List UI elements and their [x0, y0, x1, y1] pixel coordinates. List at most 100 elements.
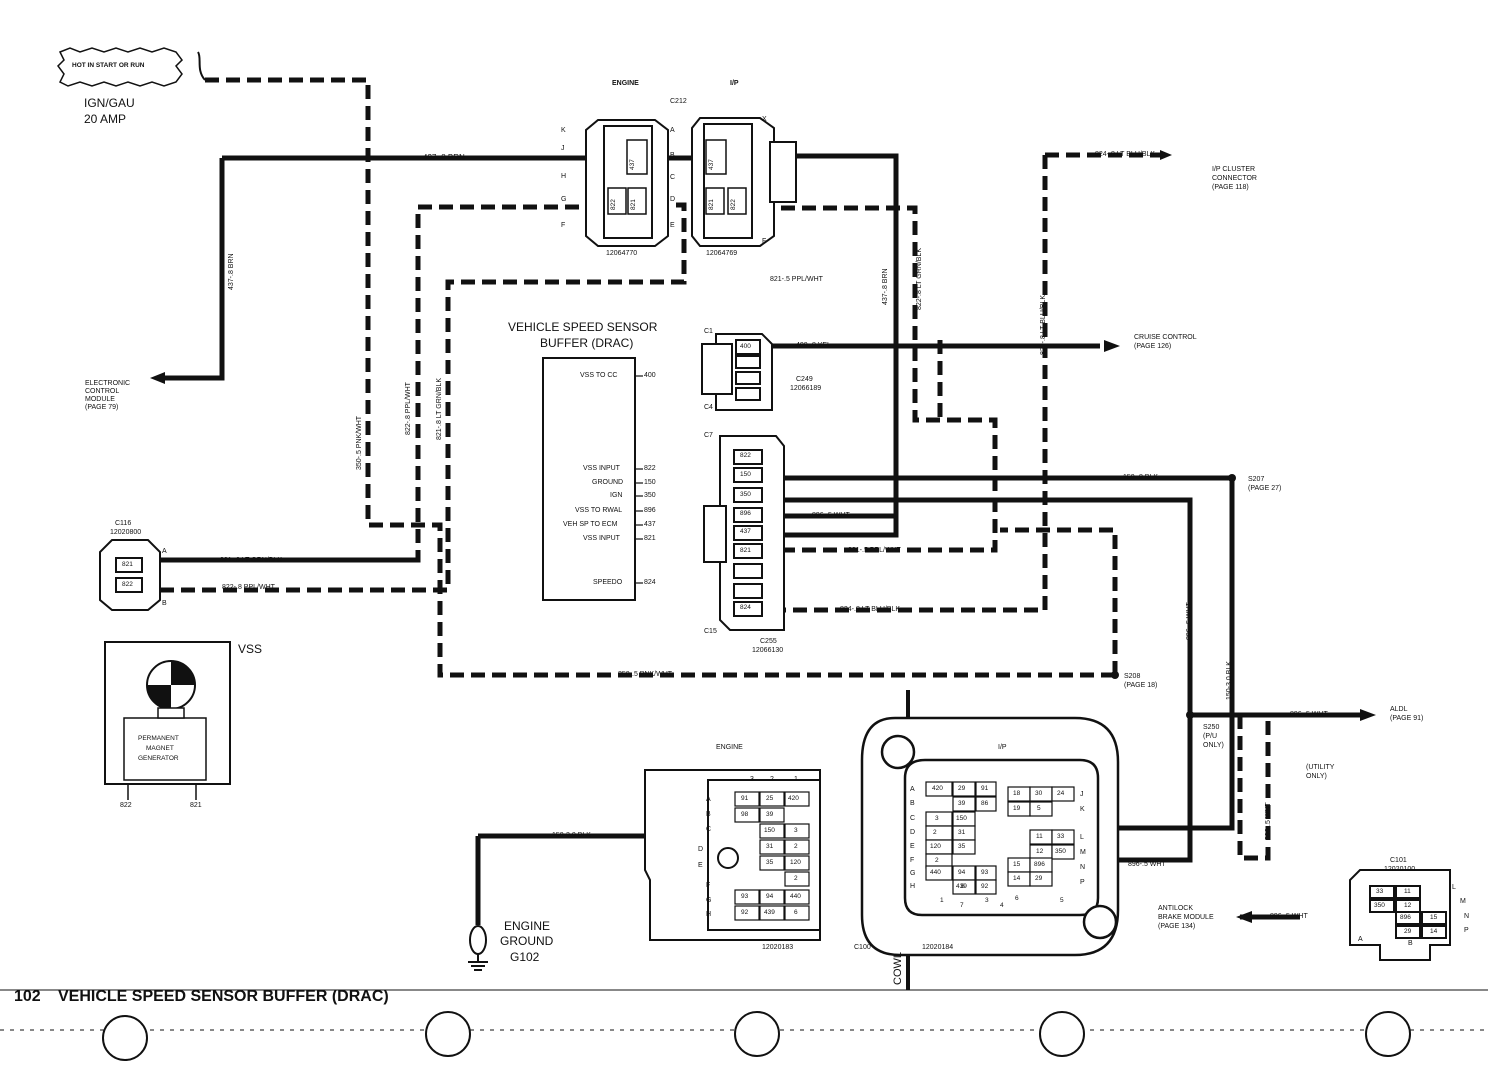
- ip-row: J: [1080, 791, 1084, 798]
- ip-cell: 150: [956, 815, 967, 822]
- c116-id: C116: [115, 520, 132, 527]
- c255-cavity: 822: [740, 452, 751, 459]
- wire-437-vert-label: 437-.8 BRN: [228, 253, 235, 290]
- engine-block-col: 3: [750, 776, 754, 783]
- module-pin-name: VSS INPUT: [583, 465, 620, 472]
- engine-block-row: D: [698, 846, 704, 853]
- c255-cavity: 896: [740, 510, 751, 517]
- vss-box-text: GENERATOR: [138, 755, 179, 762]
- ip-cell: 33: [1057, 833, 1065, 840]
- wire-821-ppl-low-label: 821-.5 PPL/WHT: [848, 547, 901, 554]
- arrow-ecm: [150, 372, 165, 384]
- c212-cavity: 822: [730, 199, 737, 210]
- c255-cavity: 824: [740, 604, 751, 611]
- c255-c15: C15: [704, 628, 717, 635]
- ip-cell: 7: [960, 902, 964, 909]
- c212-letter: J: [561, 145, 565, 152]
- c249-cavity: 400: [740, 343, 751, 350]
- c212-engine-label: ENGINE: [612, 80, 639, 87]
- wire-896-abs-label: 896-.5 WHT: [1270, 913, 1308, 920]
- module-pin-num: 822: [644, 465, 656, 472]
- c249-part: 12066189: [790, 385, 822, 392]
- arrow-ip-cluster: [1160, 150, 1172, 160]
- c249-c4: C4: [704, 404, 713, 411]
- c255-cavity: 350: [740, 491, 751, 498]
- c101-letter: A: [1358, 936, 1363, 943]
- dest-aldl: ALDL: [1390, 706, 1408, 713]
- engine-cell: 25: [766, 795, 774, 802]
- dest-abs: ANTILOCK: [1158, 905, 1194, 912]
- c101-part: 12020100: [1384, 866, 1416, 873]
- wire-821-grn-vert: 821-.8 LT GRN/BLK: [436, 378, 443, 440]
- ip-cell: 15: [1013, 861, 1021, 868]
- c212-cavity: 821: [630, 199, 637, 210]
- fuse-rating: 20 AMP: [84, 112, 127, 126]
- c101-letter: L: [1452, 884, 1456, 891]
- ip-row: H: [910, 883, 916, 890]
- dest-ip-cluster: (PAGE 118): [1212, 184, 1249, 191]
- wire-150-label: 150-.8 BLK: [1123, 474, 1159, 481]
- c212-id: C212: [670, 98, 687, 105]
- ip-cell: 91: [981, 785, 989, 792]
- c212-letter: F: [561, 222, 566, 229]
- engine-block-row: A: [706, 796, 711, 803]
- dashed-wires: [150, 77, 1271, 861]
- c101-cell: 15: [1430, 914, 1438, 921]
- ip-cell: 440: [930, 869, 941, 876]
- c212-letter: C: [670, 174, 676, 181]
- c255-id: C255: [760, 638, 777, 645]
- ip-cell: 350: [1055, 848, 1066, 855]
- c212-letter: E: [670, 222, 675, 229]
- c255-cavity: 437: [740, 528, 751, 535]
- arrow-abs: [1236, 911, 1252, 923]
- engine-block-row: G: [706, 897, 712, 904]
- c101-cell: 11: [1404, 888, 1411, 895]
- ip-row: D: [910, 829, 916, 836]
- c101-id: C101: [1390, 857, 1407, 864]
- ip-cell: 29: [1035, 875, 1043, 882]
- ip-cell: 29: [958, 785, 966, 792]
- c101-cell: 12: [1404, 902, 1412, 909]
- wire-350-h-label: 350-.5 PNK/WHT: [618, 671, 673, 678]
- page-title: VEHICLE SPEED SENSOR BUFFER (DRAC): [58, 988, 389, 1005]
- splice-s207-dot: [1228, 474, 1236, 482]
- ip-block-part: 12020184: [922, 944, 954, 951]
- wire-437-label: 437-.8 BRN: [423, 153, 465, 162]
- ip-cell: 120: [930, 843, 941, 850]
- ip-cell: 11: [1036, 833, 1043, 840]
- ip-row: P: [1080, 879, 1085, 886]
- engine-block-row: C: [706, 826, 712, 833]
- ip-cell: 3: [935, 815, 939, 822]
- ground-label: GROUND: [500, 934, 554, 948]
- module-pin-num: 896: [644, 507, 656, 514]
- dest-cruise: CRUISE CONTROL: [1134, 334, 1197, 341]
- ip-cell: 420: [932, 785, 943, 792]
- ip-cell: 4: [1000, 902, 1004, 909]
- wire-437-brn-ecm: [160, 158, 225, 381]
- c116-b: B: [162, 600, 167, 607]
- engine-cell: 420: [788, 795, 799, 802]
- module-pin-name: VEH SP TO ECM: [563, 521, 618, 528]
- c101-letter: B: [1408, 940, 1413, 947]
- wire-822-ppl-vert: 822-.8 PPL/WHT: [405, 382, 412, 435]
- wire-824-top-label: 824-.8 LT BLU/BLK: [1095, 151, 1156, 158]
- ip-cell: 8: [961, 883, 965, 890]
- c255-cavity: 821: [740, 547, 751, 554]
- dest-ecm: MODULE: [85, 396, 115, 403]
- c255-connector: [703, 435, 785, 631]
- dest-ecm: CONTROL: [85, 388, 120, 395]
- c212-cavity: 822: [610, 199, 617, 210]
- splice-s208: (PAGE 18): [1124, 682, 1158, 689]
- engine-block-row: E: [698, 862, 703, 869]
- c212-letter: A: [670, 127, 675, 134]
- module-pin-num: 824: [644, 579, 656, 586]
- ip-row: E: [910, 843, 915, 850]
- dest-abs: BRAKE MODULE: [1158, 914, 1214, 921]
- vss-box-text: MAGNET: [146, 745, 174, 752]
- wire-822-grn-blk: [760, 205, 998, 553]
- c116-cavity: 821: [122, 561, 133, 568]
- c255-c7: C7: [704, 432, 713, 439]
- wire-824-bottom-label: 824-.8 LT BLU/BLK: [840, 606, 901, 613]
- ip-row: L: [1080, 834, 1084, 841]
- module-title-1: VEHICLE SPEED SENSOR: [508, 320, 658, 334]
